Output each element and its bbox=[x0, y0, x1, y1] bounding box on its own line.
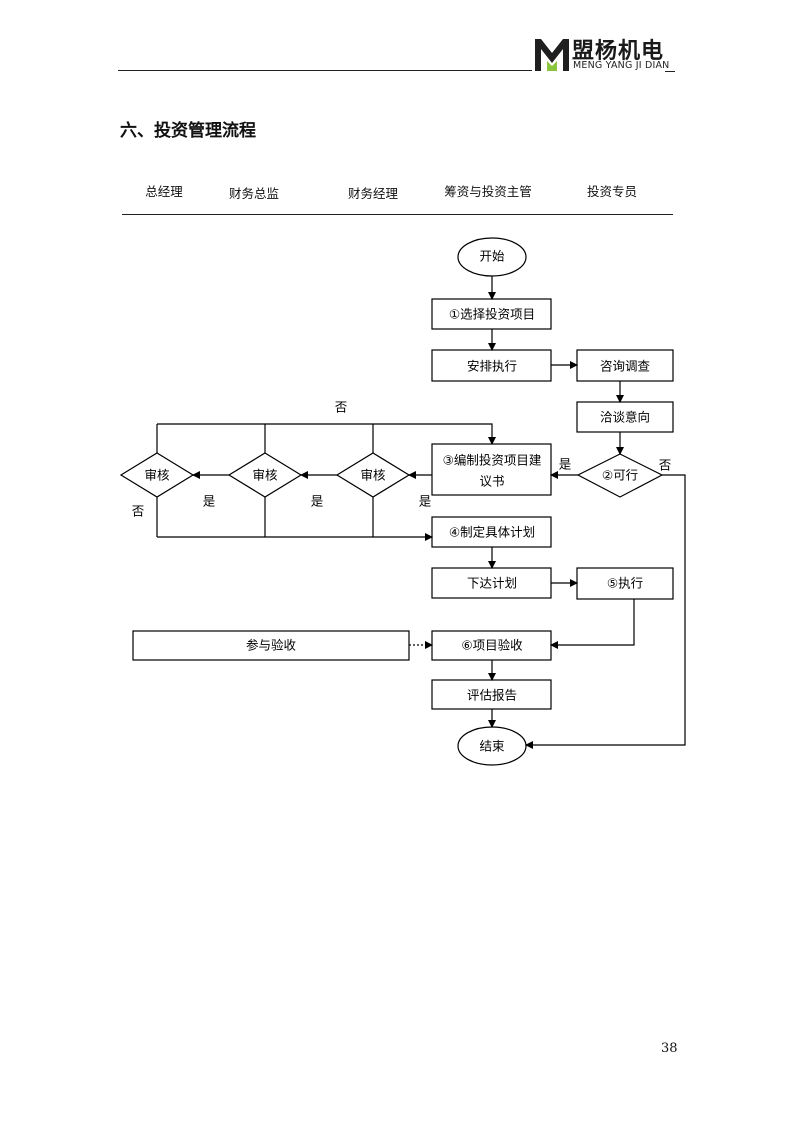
arrange-label: 安排执行 bbox=[467, 359, 517, 374]
feasible-label: ②可行 bbox=[602, 468, 638, 483]
review-no-label: 否 bbox=[335, 400, 348, 415]
header-rule bbox=[118, 70, 532, 71]
feasible-yes-label: 是 bbox=[559, 457, 572, 472]
roles-rule bbox=[122, 214, 673, 215]
review-label-2: 审核 bbox=[252, 468, 278, 483]
issue-plan-label: 下达计划 bbox=[467, 576, 517, 591]
review-yes-label-3: 是 bbox=[419, 494, 432, 509]
participate-label: 参与验收 bbox=[246, 638, 297, 653]
report-node bbox=[431, 679, 552, 710]
feasible-decision bbox=[576, 453, 664, 498]
feasible-no-label: 否 bbox=[659, 458, 672, 473]
report-label: 评估报告 bbox=[467, 688, 517, 703]
negotiate-node bbox=[576, 401, 674, 433]
role-investment-specialist: 投资专员 bbox=[586, 184, 638, 199]
connector bbox=[525, 474, 686, 749]
role-general-manager: 总经理 bbox=[145, 184, 183, 199]
connector bbox=[157, 423, 496, 445]
step4-node bbox=[431, 516, 552, 548]
step5-label: ⑤执行 bbox=[607, 576, 643, 591]
section-title: 六、投资管理流程 bbox=[120, 121, 256, 141]
logo-mark-icon bbox=[535, 39, 569, 71]
page-number: 38 bbox=[661, 1041, 678, 1056]
end-label: 结束 bbox=[479, 739, 505, 754]
review-label-3: 审核 bbox=[360, 468, 386, 483]
step4-label: ④制定具体计划 bbox=[449, 525, 535, 540]
proposal-node bbox=[431, 443, 552, 496]
proposal-label-line1: ③编制投资项目建 bbox=[443, 453, 542, 468]
logo-english-name: MENG YANG JI DIAN bbox=[573, 60, 670, 71]
arrange-node bbox=[431, 349, 552, 382]
review-yes-label-2: 是 bbox=[311, 494, 324, 509]
consult-node bbox=[576, 349, 674, 382]
step1-label: ①选择投资项目 bbox=[449, 307, 535, 322]
role-finance-manager: 财务经理 bbox=[347, 186, 399, 201]
issue-plan-node bbox=[431, 567, 552, 599]
step5-node bbox=[576, 567, 674, 600]
consult-label: 咨询调查 bbox=[600, 359, 651, 374]
proposal-label-line2: 议书 bbox=[479, 474, 504, 489]
review-yes-label-1: 是 bbox=[203, 494, 216, 509]
company-logo: 盟杨机电 MENG YANG JI DIAN bbox=[533, 33, 683, 75]
logo-chinese-name: 盟杨机电 bbox=[572, 39, 665, 64]
role-finance-director: 财务总监 bbox=[228, 186, 280, 201]
role-financing-investment-supervisor: 筹资与投资主管 bbox=[444, 184, 532, 199]
step6-label: ⑥项目验收 bbox=[461, 638, 523, 653]
connector bbox=[550, 599, 635, 649]
review-no-label-1: 否 bbox=[132, 504, 145, 519]
start-label: 开始 bbox=[479, 249, 505, 264]
logo-underline bbox=[665, 71, 675, 72]
negotiate-label: 洽谈意向 bbox=[600, 410, 650, 425]
review-label-1: 审核 bbox=[144, 468, 170, 483]
